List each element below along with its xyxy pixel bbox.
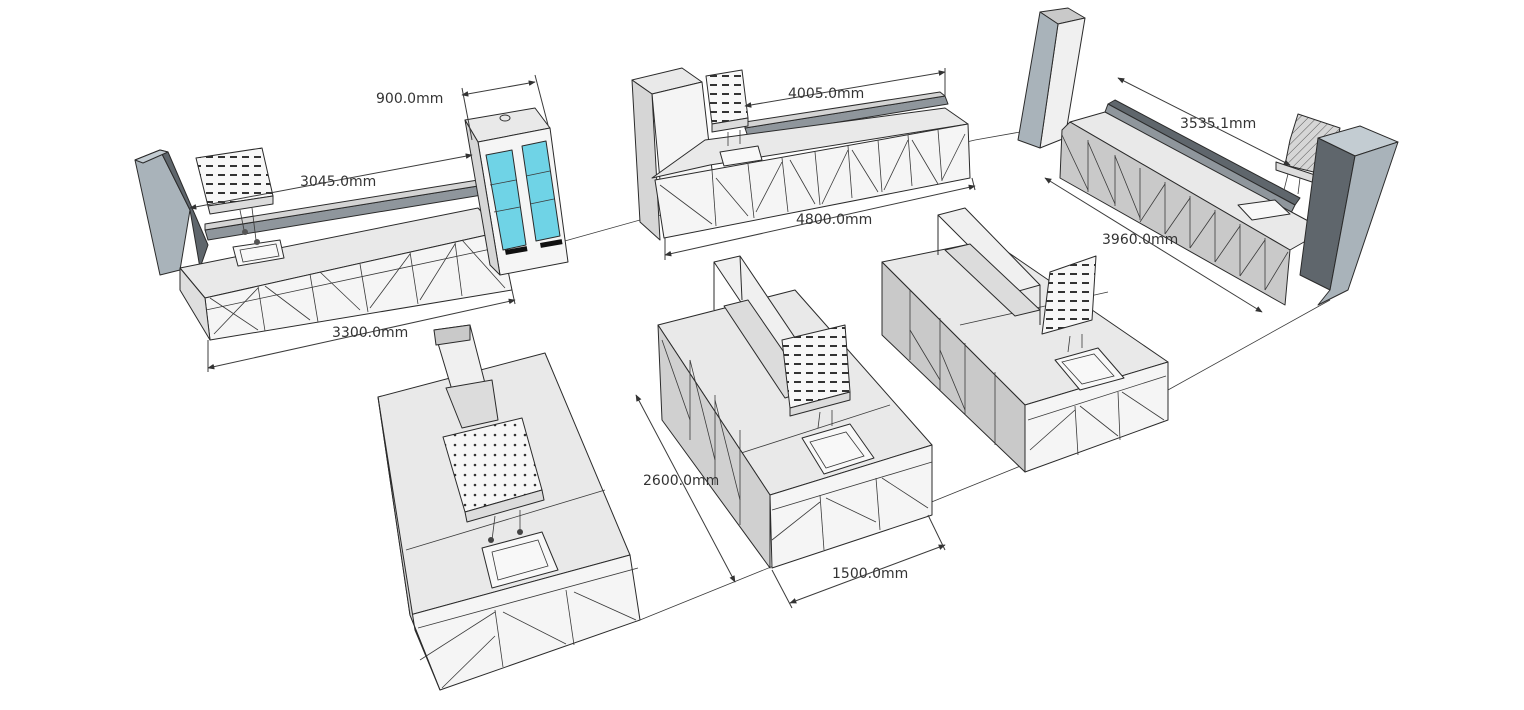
- dim-label-3960: 3960.0mm: [1102, 232, 1178, 248]
- dim-label-900: 900.0mm: [376, 91, 443, 107]
- dim-label-4800: 4800.0mm: [796, 212, 872, 228]
- dim-label-1500: 1500.0mm: [832, 566, 908, 582]
- dim-label-2600: 2600.0mm: [643, 473, 719, 489]
- island-bench-1: [377, 324, 641, 691]
- dim-label-3045: 3045.0mm: [300, 174, 376, 190]
- dimension-lines: [189, 68, 1291, 609]
- glass-cabinet: [464, 107, 569, 276]
- dim-label-4005: 4005.0mm: [788, 86, 864, 102]
- dimension-labels: 900.0mm 3045.0mm 3300.0mm 4005.0mm 4800.…: [300, 86, 1256, 582]
- island-bench-2: [657, 255, 933, 569]
- dim-label-3300: 3300.0mm: [332, 325, 408, 341]
- dim-label-3535: 3535.1mm: [1180, 116, 1256, 132]
